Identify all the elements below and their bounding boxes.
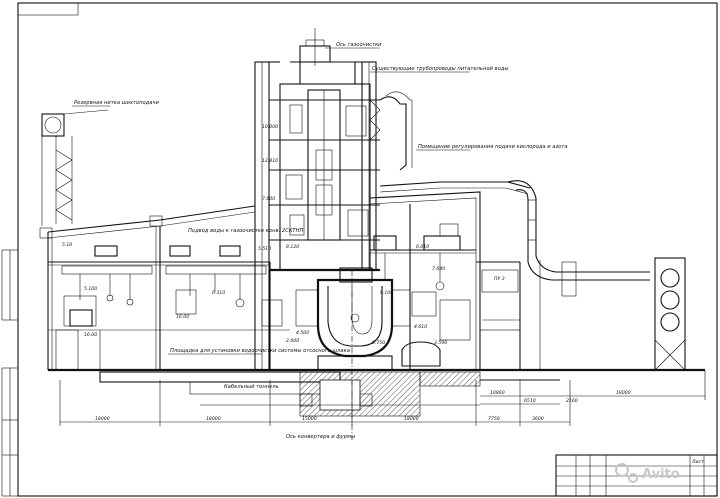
elev-right-4: 8.100 [380,290,393,296]
reserve-shaft: Резервная нитка шихтоподачи [41,100,159,226]
sheet-label: Лист [691,459,704,465]
platform-label: Площадка для установки водоочистки систе… [170,348,350,354]
elev-right-2: 7.640 [432,266,445,272]
main-tower: Ось газоочистки [254,28,382,371]
far-right-tower [561,257,686,371]
elev-left-3: 16.00 [84,332,97,338]
elev-right-6: 6.750 [372,340,385,346]
watermark: Avito [615,463,680,483]
left-bay [39,205,270,371]
elevation-marks: 5.10 5.100 16.00 5.510 6.310 7.600 10.00… [62,124,447,346]
water-supply-label: Подвод воды к газоочистке конв. 2СКТНП [188,228,303,234]
dim-right-4: 18000 [616,390,631,396]
elev-mid-6: 8.120 [286,244,299,250]
right-pipes: Существующие трубопроводы питательной во… [370,66,650,281]
elev-mid-4: 10.000 [262,124,278,130]
dim-right-2: 6510 [524,398,536,404]
lowering-label: Помещение регулирования подачи кислорода… [418,144,568,150]
elev-mid-7: 4.500 [296,330,309,336]
mid-left-bay: Подвод воды к газоочистке конв. 2СКТНП П… [160,228,350,370]
watermark-text: Avito [642,467,680,482]
feedwater-label: Существующие трубопроводы питательной во… [372,66,508,72]
elev-mid-9: 16.00 [176,314,189,320]
dim-bottom-4: 18000 [404,416,419,422]
dim-bottom-1: 18000 [95,416,110,422]
pu-label: ПУ 3 [494,276,505,282]
dim-bottom-6: 3600 [532,416,544,422]
elev-left-2: 5.100 [84,286,97,292]
title-block: Лист [555,454,718,497]
elev-left-1: 5.10 [62,242,72,248]
dim-right-1: 10860 [490,390,505,396]
elev-right-1: 6.010 [416,244,429,250]
converter-axis-label: Ось конвертера и фурмы [286,434,355,440]
elev-right-5: 3.590 [434,340,447,346]
dim-right-3: 2160 [566,398,578,404]
converter: Ось конвертера и фурмы [286,267,411,440]
elev-right-3: 4.610 [414,324,427,330]
dim-bottom-2: 18000 [206,416,221,422]
dim-bottom-5: 7750 [488,416,500,422]
reserve-shaft-label: Резервная нитка шихтоподачи [74,100,159,106]
ground-foundation [48,368,705,417]
right-bay: ПУ 3 [369,191,541,371]
dimension-chain: 18000 18000 15000 18000 7750 3600 10860 … [59,370,706,426]
gas-axis-label: Ось газоочистки [336,42,382,48]
elev-mid-5: 12.810 [262,158,278,164]
dim-bottom-3: 15000 [302,416,317,422]
elev-mid-8: 2.600 [286,338,299,344]
elev-mid-1: 5.510 [258,246,271,252]
cable-tunnel-label: Кабельный тоннель [224,384,279,390]
elev-mid-3: 7.600 [262,196,275,202]
elev-mid-2: 6.310 [212,290,225,296]
